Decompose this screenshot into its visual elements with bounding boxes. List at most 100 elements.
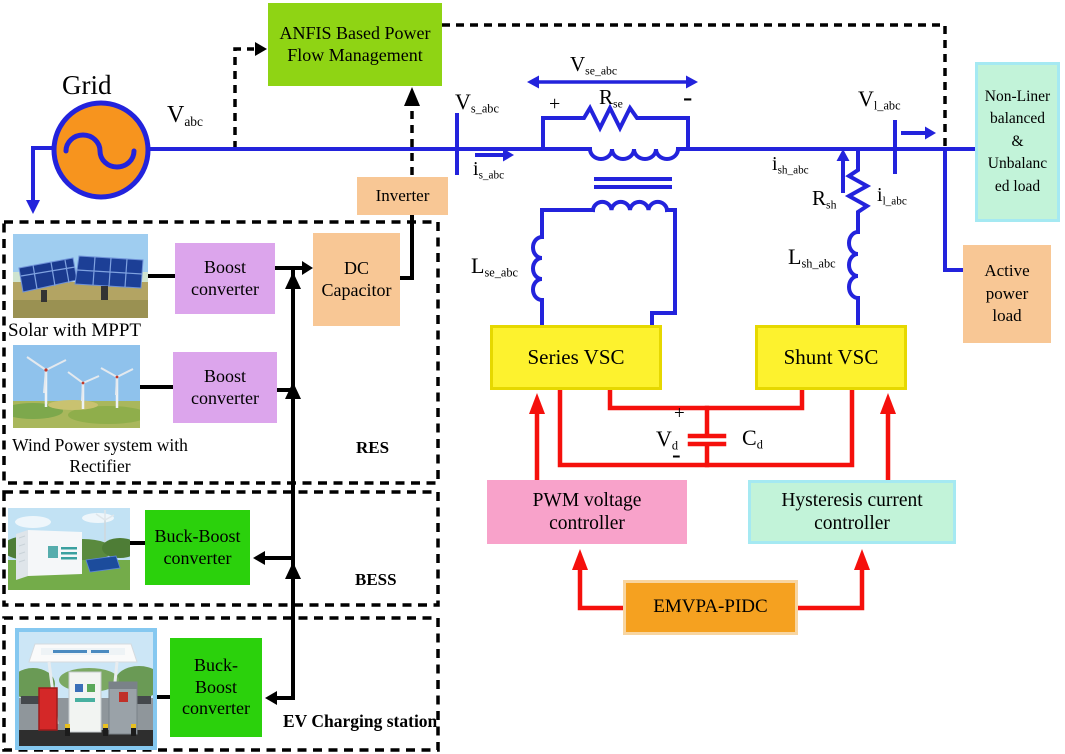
dc-capacitor-box: DC Capacitor [313, 233, 400, 326]
res-tag: RES [356, 438, 390, 457]
grid-caption: Grid [62, 70, 112, 100]
nonlinear-load-line1: Non-Liner [984, 87, 1051, 105]
dc-capacitor-line1: DC [343, 257, 369, 278]
series-vsc-box: Series VSC [490, 325, 662, 390]
lsh-inductor [847, 229, 861, 301]
nonlinear-load-line3: & [1011, 132, 1024, 150]
boost-solar-line1: Boost [203, 256, 246, 277]
is-current-arrow [503, 148, 514, 162]
arrow-inverter-to-anfis [404, 87, 420, 106]
wind-caption-line2: Rectifier [69, 456, 131, 476]
r-se-label: Rse [599, 85, 623, 111]
inverter-box: Inverter [357, 177, 448, 215]
rse-resistor [541, 103, 690, 150]
boost-wind-line2: converter [191, 387, 259, 408]
buck-boost-ev-line3: converter [182, 698, 250, 719]
boost-converter-wind-box: Boost converter [173, 352, 277, 423]
shunt-vsc-label: Shunt VSC [783, 344, 879, 369]
rsh-resistor [844, 147, 872, 234]
pwm-line2: controller [549, 513, 625, 534]
trunk-up-arrow-2 [285, 382, 301, 399]
lse-inductor [531, 234, 545, 303]
ev-charging-photo [15, 628, 157, 750]
arrow-emvpa-to-hysteresis [854, 549, 870, 570]
cd-capacitor [687, 433, 727, 447]
transformer-core [594, 177, 672, 189]
anfis-power-flow-box: ANFIS Based Power Flow Management [268, 3, 442, 86]
vse-arrow-left [527, 75, 539, 89]
ish-current-arrow [836, 149, 850, 161]
transformer-secondary-coil [590, 200, 670, 213]
active-load-line1: Active [984, 260, 1030, 280]
buck-boost-ev-line1: Buck- [194, 655, 238, 676]
nonlinear-load-box: Non-Liner balanced & Unbalanc ed load [975, 62, 1060, 222]
inverter-label: Inverter [375, 185, 430, 205]
v-s-abc-label: Vs_abc [455, 89, 499, 116]
dc-trunk-wires [128, 213, 414, 705]
ev-tag: EV Charging station [283, 711, 438, 731]
buck-boost-bess-line2: converter [163, 547, 232, 568]
wind-photo [13, 345, 140, 428]
wind-caption-line1: Wind Power system with [12, 435, 188, 455]
dc-link-wires [529, 387, 896, 611]
buck-boost-ev-line2: Boost [194, 676, 237, 697]
i-s-abc-label: is_abc [473, 158, 505, 182]
arrow-into-ev-converter [265, 691, 277, 705]
l-sh-abc-label: Lsh_abc [788, 244, 836, 271]
nonlinear-load-line2: balanced [989, 110, 1046, 128]
active-power-load-box: Active power load [963, 245, 1051, 343]
i-sh-abc-label: ish_abc [772, 153, 809, 177]
vse-arrow-right [686, 75, 698, 89]
bess-tag: BESS [355, 570, 397, 589]
hysteresis-line2: controller [814, 513, 890, 534]
il-current-arrow [925, 126, 936, 140]
series-vsc-label: Series VSC [527, 344, 625, 369]
solar-caption: Solar with MPPT [8, 320, 142, 341]
arrow-emvpa-to-pwm [572, 549, 588, 570]
boost-converter-solar-box: Boost converter [175, 243, 275, 314]
dashed-control-links [233, 23, 947, 175]
hysteresis-current-controller-box: Hysteresis current controller [748, 480, 956, 544]
c-d-label: Cd [742, 425, 763, 452]
hysteresis-line1: Hysteresis current [781, 489, 923, 511]
arrow-into-anfis-left [255, 42, 267, 56]
vse-minus-sign: - [683, 82, 693, 113]
wind-caption: Wind Power system with Rectifier [10, 435, 190, 477]
i-l-abc-label: il_abc [877, 184, 907, 208]
arrow-pwm-to-series-vsc [529, 393, 545, 414]
boost-solar-line2: converter [191, 278, 259, 299]
arrow-into-bess-converter [253, 551, 265, 565]
section-frames [2, 220, 440, 752]
shunt-vsc-box: Shunt VSC [755, 325, 907, 390]
buck-boost-bess-box: Buck-Boost converter [145, 510, 250, 585]
ac-circuit-wires [26, 75, 977, 330]
nonlinear-load-line4: Unbalanc [987, 155, 1048, 173]
buck-boost-bess-line1: Buck-Boost [154, 525, 241, 546]
battery-storage-photo [8, 508, 130, 590]
emvpa-label: EMVPA-PIDC [653, 596, 768, 618]
r-sh-label: Rsh [812, 186, 837, 212]
pwm-line1: PWM voltage [532, 489, 642, 511]
arrow-hysteresis-to-shunt-vsc [880, 393, 896, 414]
sine-wave-icon [63, 132, 137, 170]
arrow-into-dc-capacitor [302, 261, 313, 275]
trunk-up-arrow-1 [285, 272, 301, 289]
anfis-label-line2: Flow Management [287, 44, 423, 65]
active-load-line3: load [992, 306, 1022, 326]
nonlinear-load-line5: ed load [994, 177, 1041, 195]
v-se-abc-label: Vse_abc [570, 52, 618, 78]
cap-minus-sign: - [672, 440, 681, 469]
vse-plus-sign: + [549, 93, 561, 115]
l-se-abc-label: Lse_abc [471, 253, 518, 280]
pwm-voltage-controller-box: PWM voltage controller [487, 480, 687, 544]
dc-capacitor-line2: Capacitor [321, 279, 392, 300]
emvpa-pidc-box: EMVPA-PIDC [623, 580, 798, 635]
cap-plus-sign: + [674, 403, 685, 424]
anfis-label-line1: ANFIS Based Power [279, 22, 431, 43]
grid-ground-arrow [26, 200, 40, 214]
trunk-up-arrow-3 [285, 562, 301, 579]
boost-wind-line1: Boost [203, 365, 246, 386]
buck-boost-ev-box: Buck- Boost converter [170, 638, 262, 737]
